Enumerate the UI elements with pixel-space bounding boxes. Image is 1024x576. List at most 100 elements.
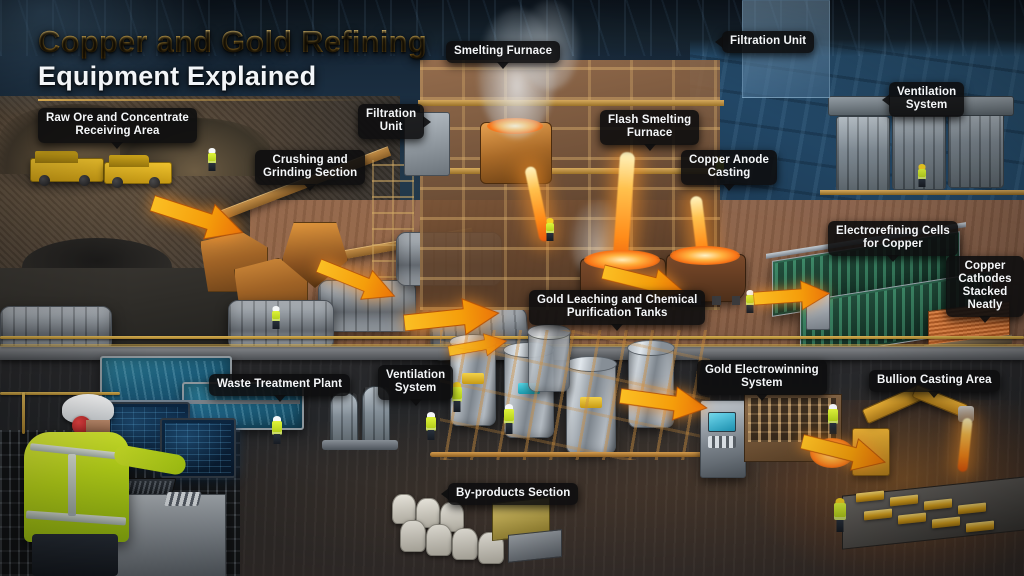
title-secondary: Equipment Explained <box>38 61 317 91</box>
ventilation-stack-mid-1 <box>330 392 358 446</box>
callout-copper-anode-casting: Copper Anode Casting <box>681 150 777 191</box>
worker-legs <box>208 163 216 171</box>
worker-ventilation-deck <box>916 164 928 188</box>
callout-pointer-tip <box>611 324 624 331</box>
byproduct-sack <box>400 520 426 552</box>
worker-legs <box>272 321 280 329</box>
callout-pointer-tip <box>723 184 735 191</box>
walkway-handrail-upper <box>0 336 1024 339</box>
arrow-crusher-to-mill <box>312 249 402 312</box>
worker-helmet <box>829 404 837 410</box>
truck-wheel <box>39 175 50 186</box>
callout-pointer-tip <box>423 115 432 128</box>
callout-bullion-casting-area: Bullion Casting Area <box>869 370 1000 398</box>
smelter-walkway-upper <box>418 100 724 106</box>
worker-helmet <box>208 148 216 153</box>
control-station-handrail-post <box>22 392 25 434</box>
callout-crushing-grinding: Crushing and Grinding Section <box>255 150 366 191</box>
callout-flash-smelting-furnace: Flash Smelting Furnace <box>600 110 700 151</box>
worker-legs <box>505 423 513 434</box>
ventilation-duct-1 <box>836 116 890 192</box>
worker-legs <box>829 423 837 434</box>
worker-legs <box>427 430 435 440</box>
anode-ladle-glow <box>670 246 740 265</box>
worker-torso <box>746 295 754 306</box>
byproduct-sack <box>416 498 440 528</box>
main-process-pipe <box>430 452 730 457</box>
byproduct-sack <box>452 528 478 560</box>
truck-bed <box>35 151 79 163</box>
title-underline-rule <box>38 99 368 101</box>
callout-pointer-tip <box>304 184 317 191</box>
ladle-carriage-wheels <box>672 296 740 305</box>
callout-pointer-tip <box>409 399 422 406</box>
truck-wheel <box>79 175 90 186</box>
electrowinning-hmi-screen <box>708 412 736 432</box>
byproduct-sack <box>426 524 452 556</box>
ladle-molten-surface <box>584 250 660 270</box>
worker-helmet <box>835 498 845 505</box>
worker-torso <box>452 387 462 402</box>
title-primary: Copper and Gold Refining <box>38 24 427 59</box>
operator-legs <box>32 534 118 576</box>
operator-jacket-stripe-vertical <box>68 454 76 516</box>
callout-smelting-furnace: Smelting Furnace <box>446 41 561 69</box>
worker-electrowinning <box>826 404 840 434</box>
control-monitor-right[interactable] <box>160 418 236 478</box>
worker-helmet <box>427 412 435 418</box>
worker-helmet <box>272 306 280 311</box>
arrow-anode-to-cells <box>752 277 832 314</box>
worker-tank-operator-1 <box>450 382 464 412</box>
callout-gold-electrowinning: Gold Electrowinning System <box>697 360 827 401</box>
worker-ore-yard <box>206 148 218 172</box>
electrowinning-button-panel <box>708 436 736 448</box>
callout-pointer-tip <box>643 144 656 151</box>
worker-cells-walkway <box>744 290 756 314</box>
worker-helmet <box>273 416 281 422</box>
electrowinning-cell-grid <box>748 398 836 442</box>
haul-truck-1 <box>30 151 104 186</box>
page-title: Copper and Gold Refining Equipment Expla… <box>38 24 427 101</box>
worker-torso <box>504 409 514 424</box>
callout-gold-leaching-tanks: Gold Leaching and Chemical Purification … <box>529 290 706 331</box>
callout-filtration-unit-right: Filtration Unit <box>715 31 815 53</box>
worker-legs <box>453 401 461 412</box>
worker-bullion-casting <box>832 498 848 532</box>
callout-waste-treatment-plant: Waste Treatment Plant <box>209 374 351 402</box>
worker-torso <box>208 153 216 164</box>
callout-electrorefining-cells: Electrorefining Cells for Copper <box>828 221 958 262</box>
callout-pointer-tip <box>497 62 510 69</box>
callout-pointer-tip <box>928 391 941 398</box>
worker-torso <box>426 417 436 431</box>
arrow-tanks-to-electrowinning <box>618 378 711 427</box>
callout-pointer-tip <box>715 36 723 48</box>
ventilation-stack-base <box>322 440 398 450</box>
tank-cap <box>627 340 675 356</box>
worker-legs <box>746 305 754 313</box>
worker-helmet <box>453 382 461 388</box>
callout-ventilation-system-mid: Ventilation System <box>378 365 454 406</box>
worker-helmet <box>746 290 754 295</box>
callout-raw-ore-receiving: Raw Ore and Concentrate Receiving Area <box>38 108 197 149</box>
worker-torso <box>918 169 926 180</box>
tank-label-badge <box>462 373 484 384</box>
truck-wheel <box>112 177 123 188</box>
tank-label-badge <box>580 397 602 408</box>
control-station-handrail <box>0 392 120 395</box>
worker-legs <box>546 233 554 241</box>
callout-pointer-tip <box>979 316 991 323</box>
worker-torso <box>272 311 280 322</box>
worker-torso <box>546 223 554 234</box>
callout-pointer-tip <box>441 488 449 500</box>
worker-grinding <box>270 306 282 330</box>
worker-legs <box>836 520 844 532</box>
arrow-feed-to-tanks <box>447 329 510 364</box>
worker-smelter-floor <box>544 218 556 242</box>
callout-filtration-unit-left: Filtration Unit <box>358 104 432 139</box>
smelter-walkway-mid <box>418 168 724 174</box>
worker-legs <box>918 179 926 187</box>
arrow-ore-to-crusher <box>146 184 250 252</box>
worker-waste-plant <box>270 416 284 444</box>
worker-legs <box>273 434 281 444</box>
